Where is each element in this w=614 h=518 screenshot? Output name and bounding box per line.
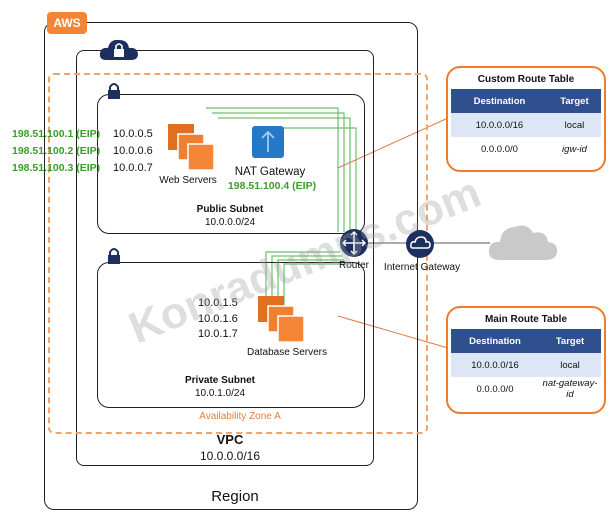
nat-gateway-eip: 198.51.100.4 (EIP) — [227, 180, 317, 192]
availability-zone-label: Availability Zone A — [199, 411, 281, 422]
internet-gateway-icon — [406, 230, 434, 258]
nat-gateway-label: NAT Gateway — [234, 166, 306, 178]
public-subnet-label: Public Subnet — [196, 204, 264, 215]
database-server-ip: 10.0.1.7 — [198, 328, 238, 340]
web-server-eip: 198.51.100.2 (EIP) — [12, 145, 101, 157]
web-server-eip: 198.51.100.3 (EIP) — [12, 162, 101, 174]
web-server-ip: 10.0.0.7 — [113, 162, 153, 174]
table-cell: 0.0.0.0/0 — [480, 143, 518, 155]
private-subnet-cidr: 10.0.1.0/24 — [194, 388, 246, 399]
public-subnet-cidr: 10.0.0.0/24 — [204, 217, 256, 228]
table-cell: 0.0.0.0/0 — [476, 383, 514, 395]
web-server-eip-list: 198.51.100.1 (EIP) 198.51.100.2 (EIP) 19… — [12, 126, 100, 177]
router-label: Router — [338, 260, 369, 271]
web-server-ip: 10.0.0.5 — [113, 128, 153, 140]
table-header: Target — [539, 329, 601, 353]
web-server-ip-list: 10.0.0.5 10.0.0.6 10.0.0.7 — [113, 126, 153, 177]
web-servers-label: Web Servers — [159, 175, 217, 186]
private-subnet-label: Private Subnet — [184, 375, 256, 386]
table-row: 0.0.0.0/0 nat-gateway-id — [451, 377, 601, 401]
custom-route-table-grid: Destination Target 10.0.0.0/16 local 0.0… — [451, 89, 601, 161]
table-cell: local — [547, 113, 601, 137]
nat-gateway-icon — [252, 126, 284, 158]
vpc-cidr: 10.0.0.0/16 — [199, 449, 261, 463]
custom-route-table: Custom Route Table Destination Target 10… — [446, 66, 606, 172]
web-server-eip: 198.51.100.1 (EIP) — [12, 128, 101, 140]
table-cell: igw-id — [562, 143, 587, 155]
database-server-ip-list: 10.0.1.5 10.0.1.6 10.0.1.7 — [198, 296, 238, 343]
table-cell: local — [539, 353, 601, 377]
database-server-ip: 10.0.1.5 — [198, 297, 238, 309]
main-route-table-grid: Destination Target 10.0.0.0/16 local 0.0… — [451, 329, 601, 401]
table-header: Destination — [451, 89, 548, 113]
table-row: 10.0.0.0/16 local — [451, 353, 601, 377]
table-header: Target — [547, 89, 601, 113]
main-route-table: Main Route Table Destination Target 10.0… — [446, 306, 606, 414]
table-cell: nat-gateway-id — [542, 378, 598, 400]
database-servers-label: Database Servers — [246, 347, 328, 358]
internet-gateway-label: Internet Gateway — [383, 262, 461, 273]
custom-route-table-title: Custom Route Table — [477, 74, 575, 85]
table-row: 0.0.0.0/0 igw-id — [451, 137, 601, 161]
private-subnet-box — [97, 262, 365, 408]
table-cell: 10.0.0.0/16 — [451, 353, 539, 377]
internet-cloud-icon — [488, 225, 558, 260]
table-row: 10.0.0.0/16 local — [451, 113, 601, 137]
router-icon — [340, 229, 368, 257]
web-server-ip: 10.0.0.6 — [113, 145, 153, 157]
vpc-label: VPC — [216, 432, 244, 447]
web-servers-icon — [168, 124, 215, 171]
private-subnet-lock-icon — [108, 248, 120, 264]
vpc-box — [76, 50, 374, 466]
region-label: Region — [211, 488, 259, 505]
main-route-table-title: Main Route Table — [484, 314, 568, 325]
aws-badge: AWS — [47, 12, 87, 34]
vpc-cloud-lock-icon — [99, 39, 138, 60]
public-subnet-lock-icon — [108, 83, 120, 99]
table-cell: 10.0.0.0/16 — [451, 113, 548, 137]
region-box — [44, 22, 418, 510]
database-server-ip: 10.0.1.6 — [198, 312, 238, 325]
database-servers-icon — [258, 296, 305, 343]
public-subnet-box — [97, 94, 365, 234]
table-header: Destination — [451, 329, 539, 353]
